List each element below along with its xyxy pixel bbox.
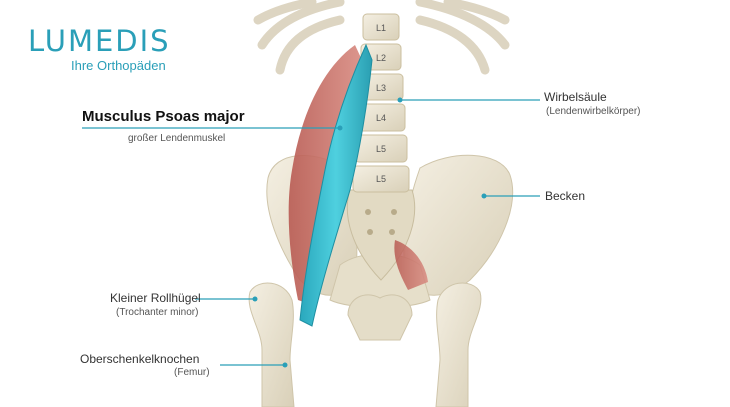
- brand-name: LUMEDIS: [28, 24, 171, 58]
- muscle-title: Musculus Psoas major: [82, 108, 245, 125]
- vertebra-label: L3: [376, 83, 386, 93]
- pelvis-label: Becken: [545, 189, 586, 203]
- spine-sublabel: (Lendenwirbelkörper): [546, 106, 641, 117]
- ribs: [253, 0, 510, 75]
- vertebra-label: L1: [376, 23, 386, 33]
- muscle-subtitle: großer Lendenmuskel: [128, 133, 226, 144]
- trochanter-sublabel: (Trochanter minor): [116, 307, 199, 318]
- vertebra-label: L5: [376, 144, 386, 154]
- spine-label: Wirbelsäule: [544, 90, 607, 104]
- trochanter-label: Kleiner Rollhügel: [110, 291, 201, 305]
- brand-tagline: Ihre Orthopäden: [71, 58, 166, 73]
- lumbar-spine: L1 L2 L3 L4 L5 L5: [352, 13, 410, 193]
- femur-bones: [248, 282, 482, 407]
- femur-label: Oberschenkelknochen: [80, 352, 200, 366]
- vertebra-label: L4: [376, 113, 386, 123]
- psoas-major-muscle: [299, 43, 373, 327]
- vertebra-label: L2: [376, 53, 386, 63]
- vertebra-label: L5: [376, 174, 386, 184]
- pointer-lines: [82, 97, 540, 368]
- femur-sublabel: (Femur): [174, 367, 210, 378]
- brand-logo: LUMEDIS Ihre Orthopäden: [28, 26, 171, 73]
